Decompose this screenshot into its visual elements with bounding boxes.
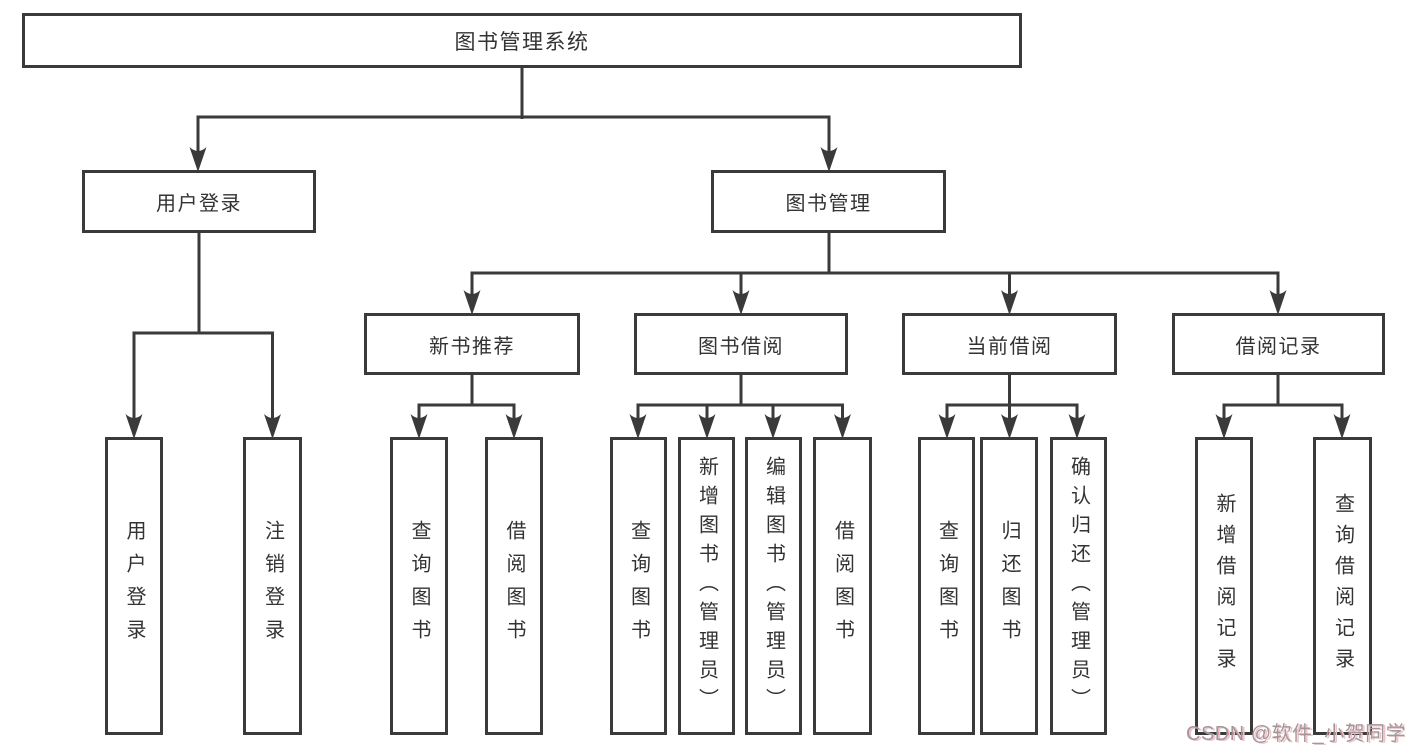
leaf-borrow-book-recommend: 借阅图书 bbox=[485, 437, 543, 735]
node-label: 借阅记录 bbox=[1235, 335, 1322, 358]
node-label: 借阅图书 bbox=[831, 520, 854, 652]
leaf-borrow-book: 借阅图书 bbox=[813, 437, 872, 735]
arrow-down-icon bbox=[505, 414, 523, 439]
arrow-down-icon bbox=[125, 414, 143, 439]
arrow-down-icon bbox=[1269, 290, 1287, 315]
node-label: 查询图书 bbox=[627, 520, 650, 652]
node-label: 用户登录 bbox=[123, 520, 145, 652]
node-label: 确认归还（管理员） bbox=[1067, 455, 1090, 717]
arrow-down-icon bbox=[1333, 414, 1351, 439]
node-label: 编辑图书（管理员） bbox=[762, 455, 785, 717]
node-label: 图书管理 bbox=[785, 193, 872, 215]
arrow-down-icon bbox=[820, 147, 838, 172]
node-label: 新书推荐 bbox=[429, 335, 515, 358]
leaf-user-login: 用户登录 bbox=[105, 437, 163, 735]
node-label: 图书管理系统 bbox=[454, 30, 590, 54]
connector-lines bbox=[132, 68, 1344, 433]
arrow-down-icon bbox=[1215, 414, 1233, 439]
leaf-confirm-return-admin: 确认归还（管理员） bbox=[1050, 437, 1107, 735]
node-user-login: 用户登录 bbox=[82, 170, 316, 233]
watermark: CSDN @软件_小贺同学 bbox=[1186, 723, 1405, 745]
arrow-down-icon bbox=[189, 147, 207, 172]
node-label: 新增图书（管理员） bbox=[695, 455, 718, 717]
arrow-down-icon bbox=[1001, 290, 1018, 315]
node-label: 查询图书 bbox=[935, 520, 958, 652]
node-label: 归还图书 bbox=[998, 520, 1020, 652]
node-label: 图书借阅 bbox=[698, 335, 784, 358]
arrow-down-icon bbox=[1001, 414, 1018, 439]
leaf-return-book: 归还图书 bbox=[980, 437, 1038, 735]
leaf-query-book-borrow: 查询图书 bbox=[610, 437, 667, 735]
node-label: 用户登录 bbox=[156, 193, 242, 215]
node-book-borrow: 图书借阅 bbox=[634, 313, 848, 375]
node-label: 当前借阅 bbox=[966, 335, 1053, 358]
arrow-down-icon bbox=[629, 414, 647, 439]
node-new-book-recommend: 新书推荐 bbox=[364, 313, 580, 375]
leaf-add-borrow-record: 新增借阅记录 bbox=[1195, 437, 1253, 735]
node-current-borrow: 当前借阅 bbox=[902, 313, 1117, 375]
leaf-query-book-recommend: 查询图书 bbox=[390, 437, 448, 735]
leaf-query-borrow-record: 查询借阅记录 bbox=[1313, 437, 1372, 735]
leaf-edit-book-admin: 编辑图书（管理员） bbox=[745, 437, 802, 735]
arrow-down-icon bbox=[1068, 414, 1086, 439]
node-label: 借阅图书 bbox=[503, 520, 525, 652]
leaf-query-book-current: 查询图书 bbox=[918, 437, 975, 735]
node-label: 查询借阅记录 bbox=[1331, 493, 1354, 679]
node-book-management: 图书管理 bbox=[711, 170, 946, 233]
arrowheads bbox=[125, 147, 1351, 439]
node-borrow-records: 借阅记录 bbox=[1172, 313, 1385, 375]
leaf-add-book-admin: 新增图书（管理员） bbox=[678, 437, 735, 735]
arrow-down-icon bbox=[764, 414, 782, 439]
node-label: 查询图书 bbox=[408, 520, 430, 652]
arrow-down-icon bbox=[698, 414, 716, 439]
arrow-down-icon bbox=[938, 414, 956, 439]
node-label: 新增借阅记录 bbox=[1213, 493, 1235, 679]
arrow-down-icon bbox=[410, 414, 428, 439]
leaf-logout: 注销登录 bbox=[243, 437, 302, 735]
arrow-down-icon bbox=[834, 414, 851, 439]
node-library-management-system: 图书管理系统 bbox=[22, 13, 1022, 68]
node-label: 注销登录 bbox=[261, 520, 284, 652]
arrow-down-icon bbox=[463, 290, 481, 315]
arrow-down-icon bbox=[264, 414, 281, 439]
arrow-down-icon bbox=[732, 290, 750, 315]
